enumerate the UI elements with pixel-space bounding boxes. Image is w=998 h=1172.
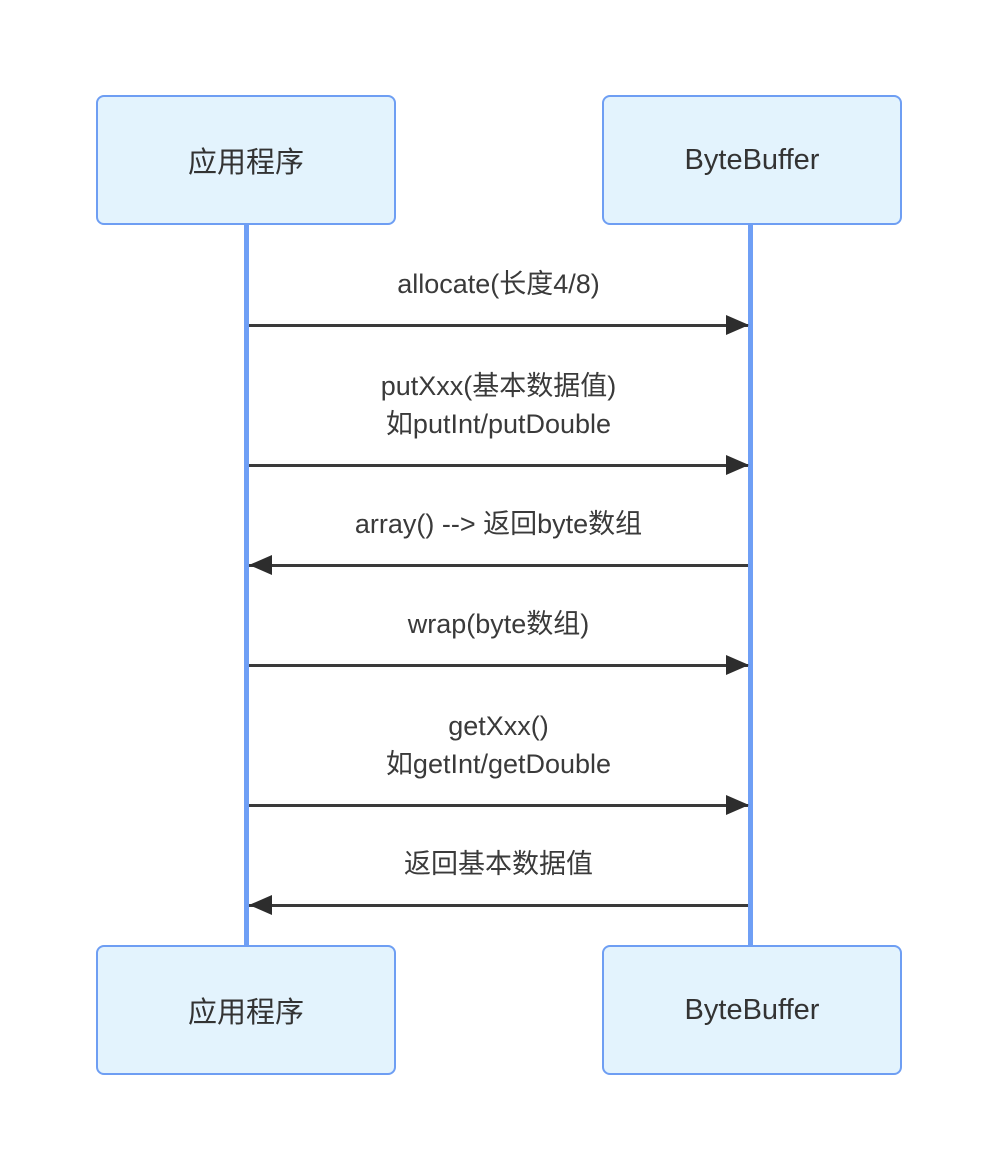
actor-label-bytebuffer-top: ByteBuffer: [684, 143, 820, 176]
actor-label-bytebuffer-bottom: ByteBuffer: [684, 993, 820, 1026]
message-arrow-line: [249, 804, 748, 807]
lifeline-bytebuffer: [748, 225, 753, 945]
actor-label-app-bottom: 应用程序: [187, 997, 304, 1029]
message-arrow-line: [249, 904, 748, 907]
message-arrow-line: [249, 464, 748, 467]
actor-label-app-top: 应用程序: [187, 147, 304, 179]
message-label: wrap(byte数组): [407, 609, 590, 639]
message-label: 返回基本数据值: [404, 849, 593, 879]
message-label: putXxx(基本数据值) 如putInt/putDouble: [380, 371, 617, 439]
arrowhead-right-icon: [726, 655, 749, 675]
arrowhead-right-icon: [726, 315, 749, 335]
message-arrow-line: [249, 664, 748, 667]
arrowhead-right-icon: [726, 455, 749, 475]
message-label: getXxx() 如getInt/getDouble: [385, 711, 612, 779]
arrowhead-left-icon: [249, 555, 272, 575]
arrowhead-left-icon: [249, 895, 272, 915]
lifeline-app: [244, 225, 249, 945]
message-arrow-line: [249, 564, 748, 567]
message-label: allocate(长度4/8): [397, 269, 600, 299]
actor-box-bytebuffer-top: ByteBuffer: [602, 95, 902, 225]
actor-box-bytebuffer-bottom: ByteBuffer: [602, 945, 902, 1075]
message-arrow-line: [249, 324, 748, 327]
actor-box-app-top: 应用程序: [96, 95, 396, 225]
arrowhead-right-icon: [726, 795, 749, 815]
message-label: array() --> 返回byte数组: [354, 509, 643, 539]
actor-box-app-bottom: 应用程序: [96, 945, 396, 1075]
